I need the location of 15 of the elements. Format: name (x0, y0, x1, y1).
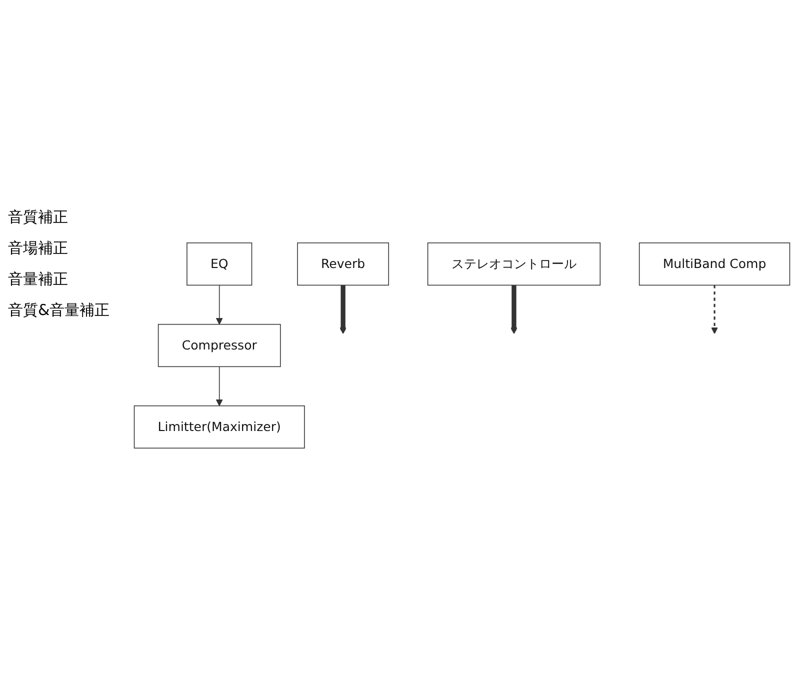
bracket-label: 音質&音量補正 (8, 301, 110, 320)
arrow (216, 284, 223, 325)
node-box: ステレオコントロール (427, 242, 601, 286)
arrow (510, 285, 518, 334)
node-box: MultiBand Comp (638, 242, 790, 286)
node-box: Compressor (158, 324, 281, 368)
bracket-label: 音質補正 (8, 208, 68, 227)
bracket-label: 音量補正 (8, 270, 68, 289)
node-box: Limitter(Maximizer) (134, 405, 305, 449)
node-box: Reverb (297, 242, 390, 286)
arrow (711, 285, 718, 334)
arrow (216, 366, 223, 406)
arrow (340, 285, 347, 334)
node-box: EQ (186, 242, 252, 286)
bracket-label: 音場補正 (8, 239, 68, 258)
